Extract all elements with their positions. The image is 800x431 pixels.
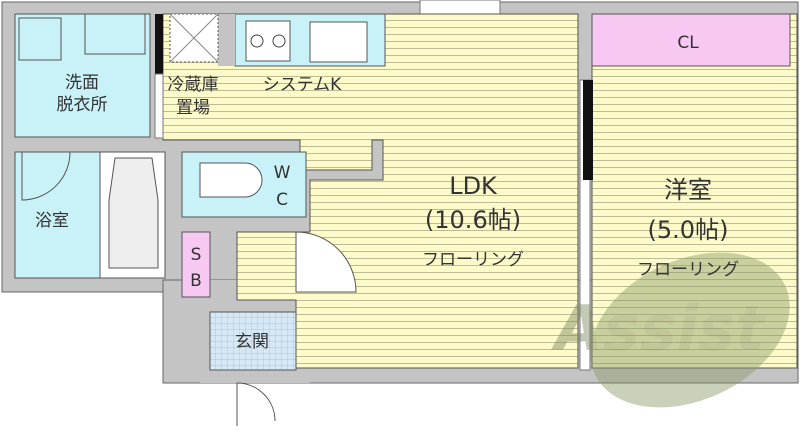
svg-text:Assist: Assist [550,292,767,365]
washroom-label: 洗面 [65,73,99,93]
sink-icon [309,21,368,63]
door-swing [21,151,71,201]
washing-machine-icon [18,17,62,61]
window-top [419,0,501,15]
kitchen-counter [218,13,386,67]
room-toilet [181,151,307,218]
entrance-door [236,382,276,426]
storage-label-2: B [190,271,202,291]
bathroom-label: 浴室 [35,211,69,231]
fridge-label: 冷蔵庫 [168,75,219,95]
room-washroom [14,13,151,138]
bathtub-icon [108,157,159,269]
closet [591,13,791,67]
ldk-size: (10.6帖) [425,206,521,234]
toilet-icon [199,162,263,198]
western-label: 洋室 [664,176,712,204]
ldk-floor: フローリング [422,250,524,270]
washbasin-icon [84,13,146,55]
room-western [579,13,798,371]
closet-label: CL [677,33,699,53]
ldk-label: LDK [449,172,498,200]
fridge-label-2: 置場 [176,98,210,118]
room-storage [181,231,211,298]
toilet-label: W [274,163,291,183]
kitchen-label: システムK [263,75,342,95]
entrance-label: 玄関 [235,332,269,352]
fridge-space [154,13,219,139]
watermark-logo: Assist [550,252,790,408]
western-floor: フローリング [637,260,739,280]
western-size: (5.0帖) [648,216,729,244]
door-swing [295,231,357,293]
toilet-label-2: C [276,190,288,210]
room-entrance [209,311,297,371]
room-bathroom [14,151,166,279]
stove-icon [245,20,291,62]
washroom-label-2: 脱衣所 [57,95,108,115]
storage-label: S [191,245,202,265]
